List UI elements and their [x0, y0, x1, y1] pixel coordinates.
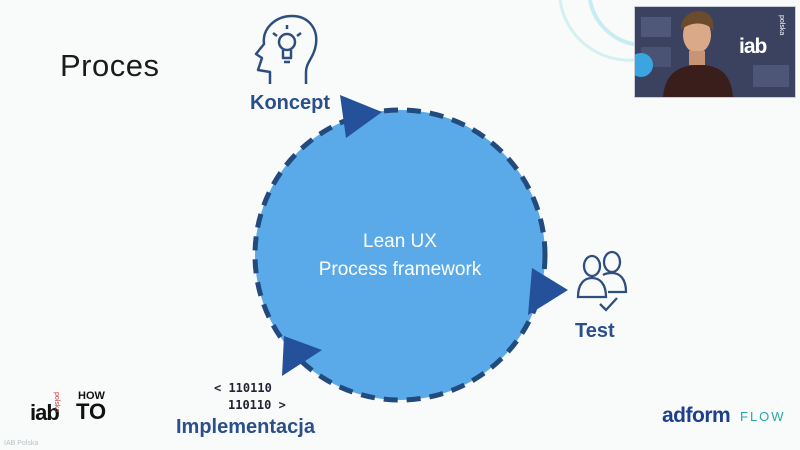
code-line-1: < 110110: [214, 381, 272, 395]
webcam-polska-text: polska: [778, 15, 785, 36]
label-implementacja: Implementacja: [176, 416, 315, 438]
arrow-bottom-left: [282, 336, 322, 376]
iab-logo-polska: polska: [53, 392, 60, 413]
how-text: HOW: [78, 390, 105, 402]
iab-logo-text: iab: [30, 400, 60, 425]
webcam-overlay: iab polska: [634, 6, 796, 98]
label-koncept: Koncept: [250, 92, 330, 114]
adform-logo: adform: [662, 404, 731, 427]
code-line-2: 110110 >: [228, 398, 286, 412]
webcam-scene: [635, 7, 795, 97]
flow-logo: FLOW: [740, 409, 786, 424]
binary-code: < 110110 110110 >: [214, 380, 286, 414]
process-circle: [252, 107, 548, 403]
center-text-line2: Process framework: [318, 259, 482, 280]
head-lightbulb-icon: [254, 14, 318, 84]
center-text-line1: Lean UX: [363, 231, 437, 252]
to-text: TO: [76, 399, 107, 424]
users-check-icon: [576, 250, 628, 312]
watermark: IAB Polska: [4, 440, 39, 447]
arrow-top: [340, 95, 382, 138]
center-text: Lean UX Process framework: [300, 228, 500, 284]
webcam-iab-text: iab: [739, 35, 767, 58]
slide-title: Proces: [60, 48, 160, 83]
arrow-right: [528, 268, 568, 315]
label-test: Test: [575, 320, 615, 342]
decorative-arcs: [558, 0, 641, 62]
